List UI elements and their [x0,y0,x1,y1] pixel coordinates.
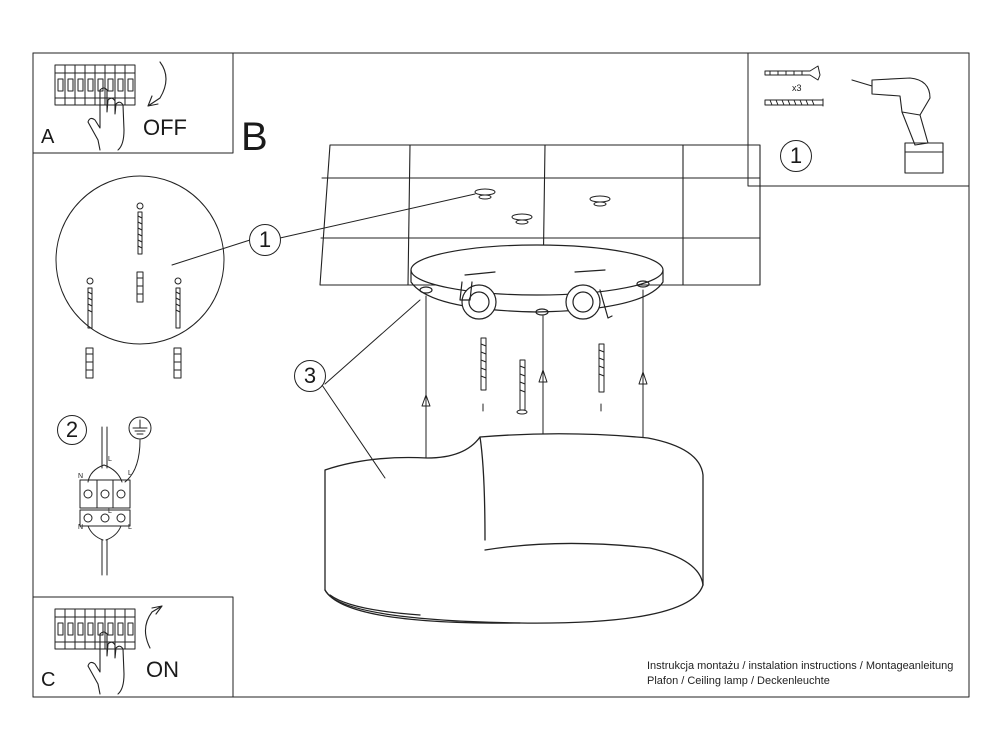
step-label-b: B [241,115,268,159]
outer-frame [32,52,970,698]
ground-symbol [128,416,152,440]
arrow-on-c [144,605,163,649]
step-label-a: A [41,126,55,148]
guide-lines [421,289,648,459]
leader-ceiling [279,193,476,239]
mounting-plate [410,244,664,316]
breaker-panel-c [54,608,136,695]
callout-mount-detail: 1 [249,224,281,256]
arrow-off-a [147,61,167,107]
wire-label-n-top: N [78,473,84,480]
switch-off-label: OFF [143,115,187,140]
wire-label-l-top: L [128,470,132,477]
wall-plugs-detail [85,347,182,379]
wiring-diagram [79,426,141,576]
caption-line-1: Instrukcja montażu / instalation instruc… [647,660,954,672]
panel-c [32,596,234,698]
mount-detail-circle [55,175,225,345]
leader-detail [171,239,251,266]
panel-a [32,52,234,154]
drill-icon [851,77,944,174]
wire-label-l-center-bottom: L [108,508,112,515]
caption-line-2: Plafon / Ceiling lamp / Deckenleuchte [647,675,830,687]
callout-wiring: 2 [57,415,87,445]
switch-on-label: ON [146,657,179,682]
leader-shade-body [321,384,386,479]
wall-plug-icon [764,65,821,81]
breaker-panel-a [54,64,136,106]
step-label-c: C [41,669,56,691]
lamp-shade [324,433,704,624]
wire-label-n-bottom: N [78,524,84,531]
leader-shade [324,299,421,385]
screw-icon [764,98,824,107]
wire-label-l-bottom: L [128,524,132,531]
hand-a [87,87,125,151]
tools-quantity: x3 [792,83,802,93]
screws-below [480,337,605,415]
callout-shade: 3 [294,360,326,392]
callout-tools: 1 [780,140,812,172]
lamp-sockets [459,281,613,320]
panel-tools [747,52,970,187]
screws-detail [86,202,182,329]
ceiling-anchors [474,188,611,225]
wire-label-l-center-top: L [108,456,112,463]
